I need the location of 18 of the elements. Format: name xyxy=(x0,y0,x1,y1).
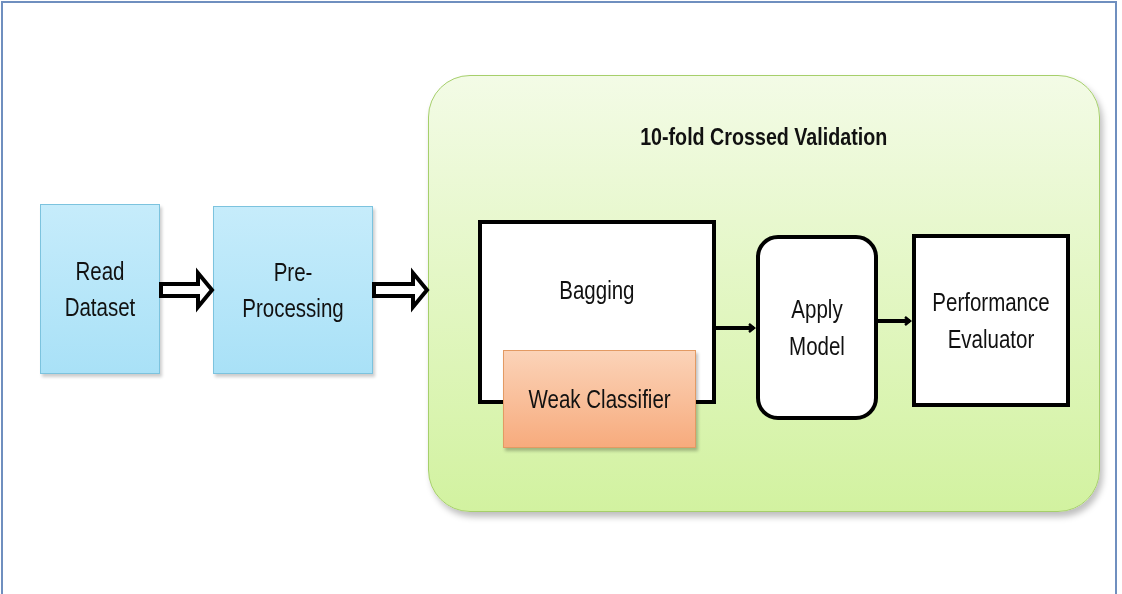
node-label: Performance Evaluator xyxy=(931,287,1051,355)
arrow xyxy=(159,267,215,313)
group-container xyxy=(428,75,1100,512)
node-label: Apply Model xyxy=(788,294,846,362)
node-label: Weak Classifier xyxy=(528,383,671,415)
arrow xyxy=(372,267,430,313)
process-box xyxy=(213,206,373,374)
process-box xyxy=(756,235,878,420)
group-title: 10-fold Crossed Validation xyxy=(640,122,888,152)
arrow xyxy=(716,322,756,334)
arrow xyxy=(878,315,912,327)
node-label: Bagging xyxy=(559,275,635,306)
node-label: Pre-Processing xyxy=(241,256,345,324)
process-box xyxy=(503,350,696,448)
process-box xyxy=(912,234,1070,407)
process-box xyxy=(478,220,716,350)
node-label: Read Dataset xyxy=(63,255,137,323)
process-box xyxy=(40,204,160,374)
